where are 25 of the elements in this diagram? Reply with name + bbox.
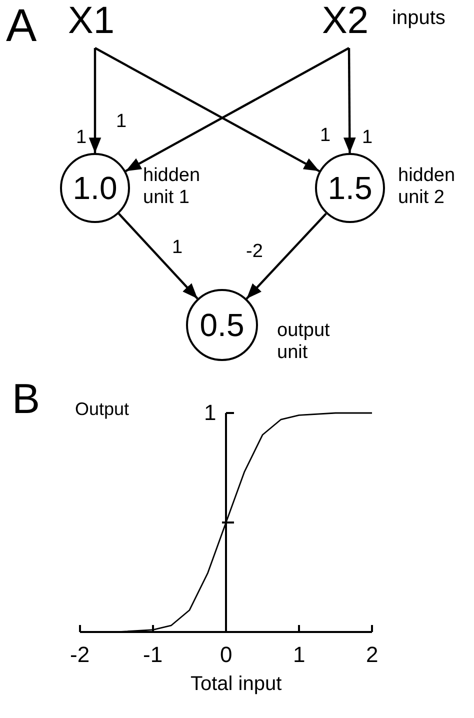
- tick-label: 1: [293, 644, 306, 666]
- unit-caption: hidden unit 2: [398, 165, 456, 209]
- unit-circle: 0.5: [186, 289, 258, 361]
- axis-title: Output: [75, 400, 130, 418]
- tick-label: -2: [70, 644, 90, 666]
- input-label: X1: [68, 2, 114, 40]
- tick-label: 1: [204, 402, 216, 424]
- unit-circle: 1.0: [60, 153, 130, 223]
- arrow: [246, 212, 327, 300]
- axis-title: Total input: [190, 674, 282, 694]
- tick-label: 0: [220, 644, 232, 666]
- unit-circle: 1.5: [315, 153, 385, 223]
- unit-caption: hidden unit 1: [143, 165, 202, 209]
- input-label: X2: [322, 2, 368, 40]
- arrow: [88, 48, 102, 153]
- layer-label: inputs: [392, 8, 446, 28]
- arrow: [125, 47, 350, 172]
- panel-label: B: [12, 378, 40, 420]
- arrow: [118, 212, 198, 300]
- unit-caption: output unit: [277, 320, 331, 364]
- panel-label: A: [6, 2, 37, 48]
- tick-label: 2: [366, 644, 378, 666]
- arrow: [343, 48, 356, 153]
- tick-label: -1: [143, 644, 163, 666]
- arrow: [94, 47, 320, 172]
